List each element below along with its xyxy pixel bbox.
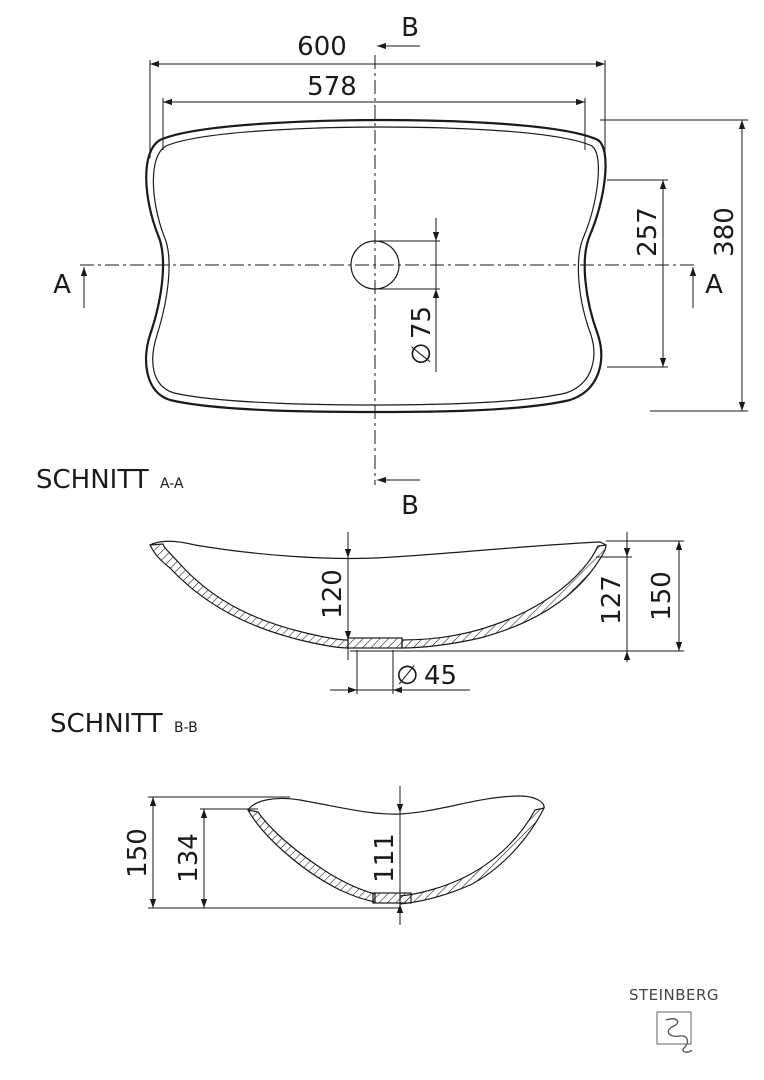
section-aa: SCHNITT A-A 120 127 150 ∅ 45 (36, 465, 684, 694)
dim-600-label: 600 (297, 32, 347, 62)
dim-aa-45-prefix: ∅ (396, 661, 419, 691)
brand-mark-frame (656, 1011, 692, 1045)
section-bb: SCHNITT B-B 150 134 111 (50, 709, 546, 925)
section-b-top-label: B (401, 13, 419, 43)
section-aa-drain (347, 637, 403, 649)
dim-380-label: 380 (710, 207, 740, 257)
section-bb-shell-left (246, 809, 376, 903)
dim-257-label: 257 (633, 207, 663, 257)
section-aa-shell-right (401, 544, 607, 649)
drain-circle (350, 240, 400, 290)
brand-mark-symbol (665, 1018, 693, 1053)
svg-text:∅: ∅ (407, 342, 437, 365)
section-bb-subtitle: B-B (174, 720, 198, 736)
section-aa-rim (149, 540, 607, 560)
dim-578-label: 578 (307, 72, 357, 102)
dim-aa-45-value: 45 (424, 661, 457, 691)
section-bb-title: SCHNITT (50, 709, 163, 739)
dim-bb-111-label: 111 (370, 833, 400, 883)
section-bb-shell-right (399, 807, 546, 905)
svg-text:75: 75 (407, 306, 437, 339)
dim-aa-120-label: 120 (318, 569, 348, 619)
dim-aa-150-label: 150 (647, 571, 677, 621)
dim-aa-127-label: 127 (597, 575, 627, 625)
basin-outline-inner (152, 126, 599, 406)
section-bb-rim (247, 795, 545, 815)
section-aa-title: SCHNITT (36, 465, 149, 495)
dim-75-label: ∅ 75 (407, 306, 437, 365)
basin-outline-outer (144, 118, 607, 414)
brand-name: STEINBERG (629, 986, 719, 1004)
section-bb-drain (372, 892, 412, 904)
section-a-left-label: A (53, 270, 71, 300)
section-aa-subtitle: A-A (160, 476, 184, 492)
brand-logo: STEINBERG (629, 986, 719, 1053)
dim-bb-134-label: 134 (174, 833, 204, 883)
section-a-right-label: A (705, 270, 723, 300)
section-b-bottom-label: B (401, 491, 419, 521)
top-view: 600 578 B B A A 380 257 ∅ 75 (53, 13, 748, 521)
dim-bb-150-label: 150 (123, 828, 153, 878)
